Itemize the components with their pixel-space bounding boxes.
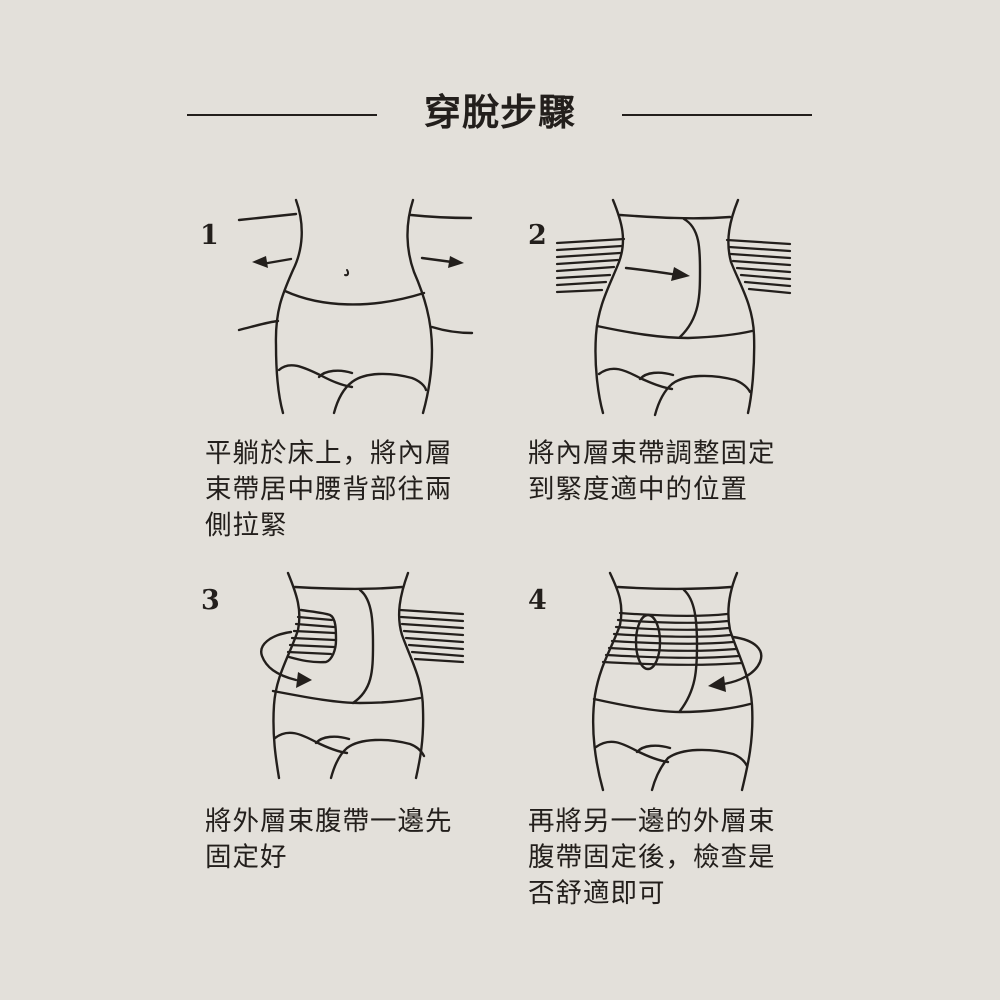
title-divider-left [187, 114, 377, 116]
step-description: 將外層束腹帶一邊先 固定好 [205, 806, 453, 873]
title-row: 穿脫步驟 [0, 88, 1000, 138]
step-description: 再將另一邊的外層束 腹帶固定後，檢查是 否舒適即可 [528, 806, 776, 909]
page-title: 穿脫步驟 [424, 91, 576, 134]
step-number: 1 [200, 220, 219, 251]
step-number: 3 [201, 585, 220, 616]
step-number: 4 [528, 585, 547, 616]
step-number: 2 [528, 220, 547, 251]
step-description: 將內層束帶調整固定 到緊度適中的位置 [528, 438, 776, 505]
title-divider-right [622, 114, 812, 116]
step-description: 平躺於床上，將內層 束帶居中腰背部往兩 側拉緊 [205, 438, 453, 541]
